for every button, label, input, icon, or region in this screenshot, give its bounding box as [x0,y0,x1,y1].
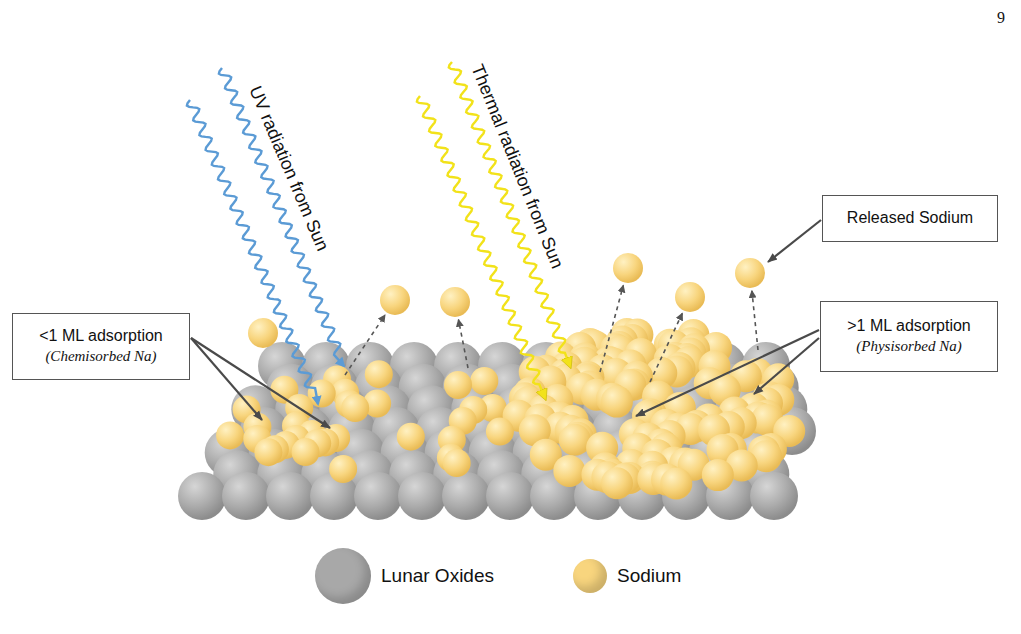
released-atom [440,287,470,317]
legend-item: Lunar Oxides [315,548,494,604]
legend-text: Lunar Oxides [381,565,494,587]
oxide-grain [354,472,402,520]
oxide-grain [750,472,798,520]
sodium-atom [444,371,472,399]
released-atom [613,253,643,283]
sodium-atom [660,467,692,499]
leader-line [768,220,821,262]
sodium-atom [486,418,514,446]
legend-item: Sodium [573,559,681,593]
radiation-rays [187,62,570,404]
oxide-grain [222,472,270,520]
callout-heading: >1 ML adsorption [847,316,970,337]
callout-box: >1 ML adsorption(Physisorbed Na) [820,301,998,372]
released-atom [675,282,705,312]
callout-heading: Released Sodium [847,208,973,229]
released-atom [735,258,765,288]
leader-line [754,338,819,394]
oxide-grains [178,342,816,520]
sodium-atom [601,386,633,418]
sodium-atom [559,424,591,456]
ray-label: Thermal radiation from Sun [466,61,567,271]
released-atom [248,318,278,348]
release-arrow [752,291,758,350]
sodium-atom [216,421,244,449]
sodium-atom [702,459,734,491]
sodium-atom [470,367,498,395]
sodium-atom [397,423,425,451]
sodium-atom [292,438,320,466]
legend-swatch [315,548,371,604]
callout-note: (Chemisorbed Na) [45,347,156,367]
oxide-grain [266,472,314,520]
release-arrow [600,285,623,372]
callout-box: <1 ML adsorption(Chemisorbed Na) [12,313,190,380]
sodium-atom [365,360,393,388]
release-arrow [650,313,682,382]
oxide-grain [178,472,226,520]
sodium-atoms [216,318,805,499]
sodium-atom [254,438,282,466]
radiation-ray [219,68,344,366]
released-atoms [248,253,765,382]
leader-line [191,338,330,428]
sodium-atom [341,394,369,422]
callout-note: (Physisorbed Na) [856,337,961,357]
callout-box: Released Sodium [822,195,998,242]
oxide-grain [398,472,446,520]
page-number: 9 [997,9,1005,27]
release-arrow [459,320,469,368]
sodium-atom [601,467,633,499]
sodium-atom [553,455,585,487]
legend-text: Sodium [617,565,681,587]
sodium-atom [329,455,357,483]
ray-label: UV radiation from Sun [245,82,334,253]
leader-lines [191,220,821,428]
callout-heading: <1 ML adsorption [39,326,162,347]
release-arrow [345,315,385,375]
leader-line [191,338,262,420]
legend-swatch [573,559,607,593]
sodium-atom [443,449,471,477]
oxide-grain [442,472,490,520]
leader-line [636,330,819,416]
radiation-ray [449,62,570,366]
radiation-ray [417,96,545,398]
oxide-grain [486,472,534,520]
released-atom [380,285,410,315]
